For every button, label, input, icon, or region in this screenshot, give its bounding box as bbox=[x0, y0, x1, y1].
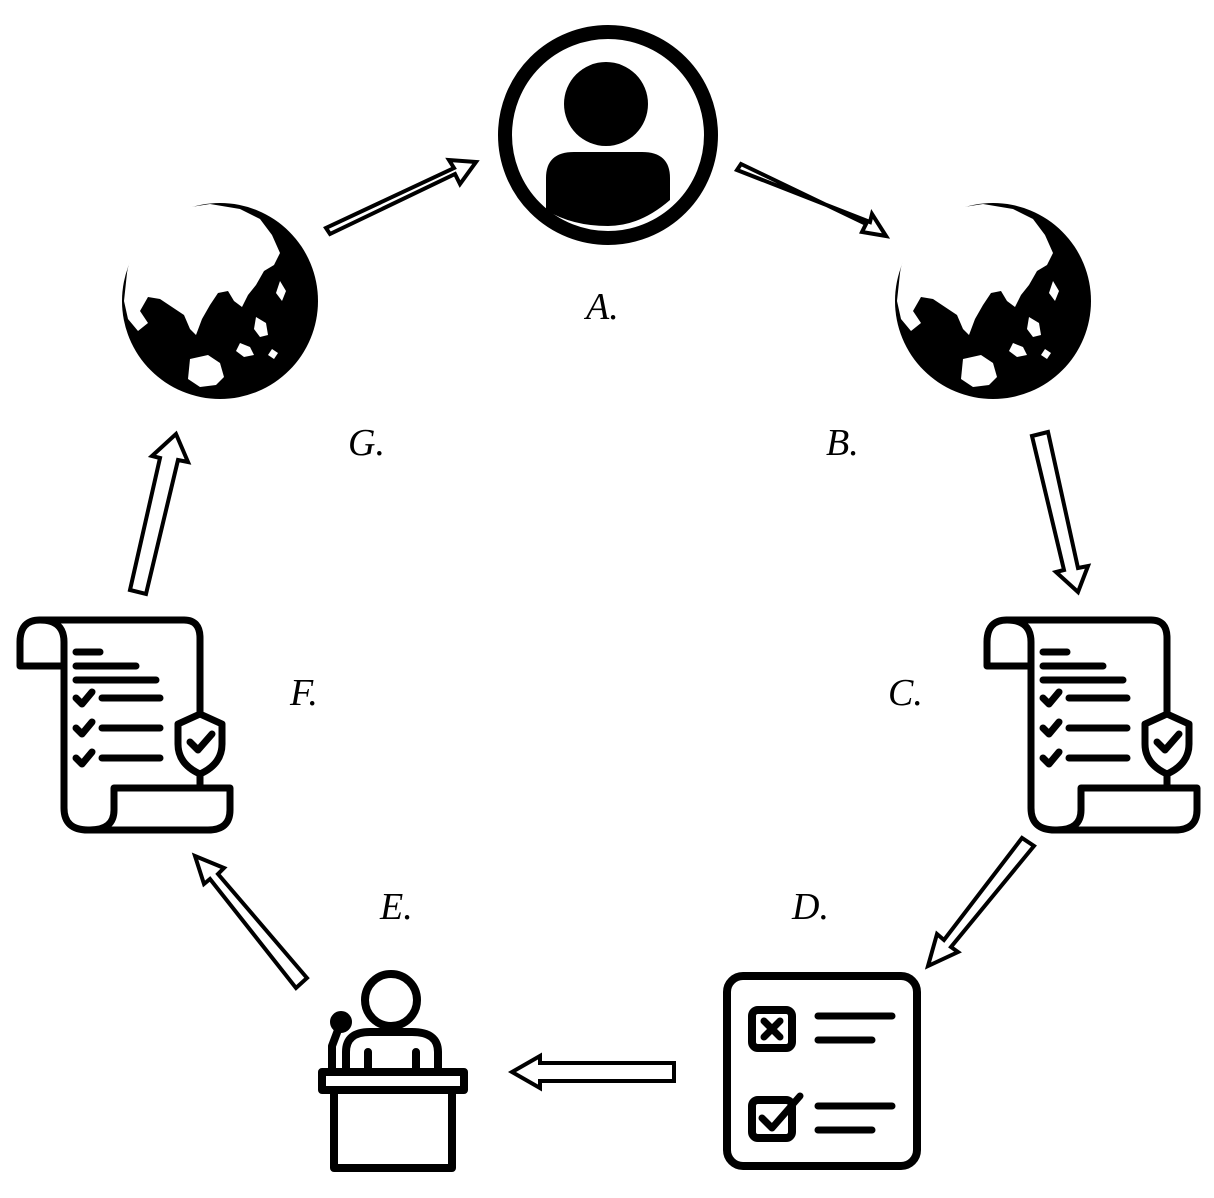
globe-icon bbox=[122, 203, 318, 399]
node-label-g: G. bbox=[348, 422, 385, 464]
user-circle-icon bbox=[498, 25, 718, 245]
globe-icon bbox=[895, 203, 1091, 399]
policy-document-icon bbox=[987, 620, 1197, 830]
podium-speaker-icon bbox=[318, 970, 468, 1172]
node-label-a: A. bbox=[586, 286, 619, 328]
node-label-f: F. bbox=[290, 672, 318, 714]
checklist-ballot-icon bbox=[723, 972, 921, 1170]
policy-document-icon bbox=[20, 620, 230, 830]
node-label-d: D. bbox=[792, 886, 829, 928]
arrow-b-to-c bbox=[1029, 429, 1092, 596]
arrow-e-to-f bbox=[191, 852, 310, 991]
arrow-g-to-a bbox=[323, 157, 480, 237]
node-label-e: E. bbox=[380, 886, 413, 928]
node-label-c: C. bbox=[888, 672, 923, 714]
node-label-b: B. bbox=[826, 422, 859, 464]
arrow-d-to-e bbox=[507, 1052, 676, 1092]
arrow-c-to-d bbox=[924, 835, 1037, 970]
arrow-a-to-b bbox=[733, 161, 891, 239]
arrow-f-to-g bbox=[127, 430, 192, 597]
